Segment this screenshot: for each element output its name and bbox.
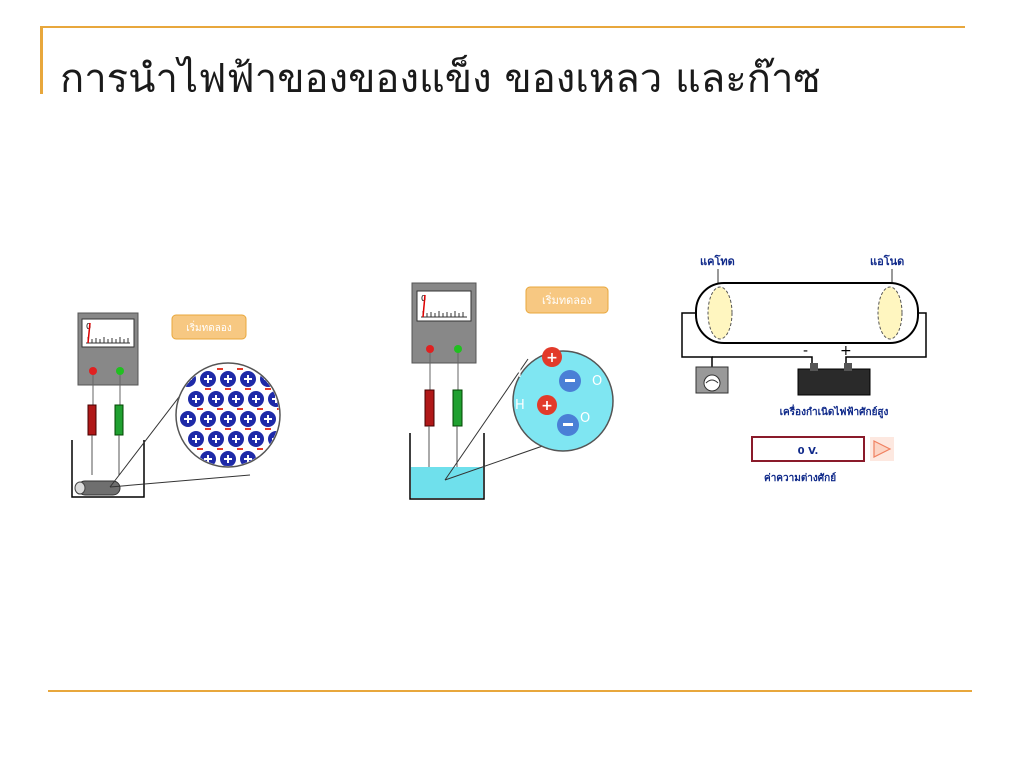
molecule-label-o2: O [580,411,590,426]
electron [217,408,223,410]
slide-title: การนำไฟฟ้าของของแข็ง ของเหลว และก๊าซ [60,56,821,102]
electron [245,388,251,390]
meter-zero-label: 0 [86,322,91,331]
electron [197,448,203,450]
play-triangle-button[interactable] [870,437,894,461]
electron [277,448,279,450]
plus-glyph [184,455,192,463]
voltage-display: 0 V. [751,436,865,462]
electron [257,448,263,450]
high-voltage-generator [797,363,871,396]
electron [257,408,263,410]
voltage-value: 0 V. [798,446,819,457]
ammeter [695,366,729,394]
positive-ion: + [537,395,557,415]
electron [225,428,231,430]
electron [285,428,290,430]
plus-glyph [212,395,220,403]
plus-terminal-label: + [840,343,852,359]
gas-discharge-diagram: แคโทด แอโนด - + เครื่องกำเนิดไฟฟ้าศักย์ส… [681,254,927,484]
solid-conduction-diagram: 0 เริ่มทดลอง [71,312,290,498]
plus-glyph [252,435,260,443]
generator-label: เครื่องกำเนิดไฟฟ้าศักย์สูง [780,404,889,419]
probe-green [452,353,463,470]
liquid-conduction-diagram: 0 เริ่มทดลอง H O H O [409,282,614,500]
molecule-label-h2: H [515,398,525,413]
plus-glyph [244,455,252,463]
top-accent-rule [40,26,965,28]
molecule-label-o1: O [592,374,602,389]
start-experiment-label: เริ่มทดลอง [186,320,232,334]
plus-glyph [184,415,192,423]
meter-zero-label: 0 [421,294,426,303]
start-experiment-button[interactable]: เริ่มทดลอง [171,314,247,340]
probe-red [424,353,435,470]
probe-red [87,375,97,475]
electron [237,368,243,370]
electron [265,388,271,390]
negative-ion [559,370,581,392]
plus-glyph [232,435,240,443]
water-molecule-zoom: H O H O + + [512,347,614,452]
plus-glyph [224,415,232,423]
electron [277,368,279,370]
electron [217,448,223,450]
electron [205,428,211,430]
electron [217,368,223,370]
probe-green [114,375,124,475]
minus-terminal-label: - [803,343,808,359]
plus-glyph [192,435,200,443]
positive-ion [180,371,196,387]
plus-glyph [244,375,252,383]
ion-lattice-zoom [175,362,290,468]
electron [257,368,263,370]
cathode-label: แคโทด [700,254,735,268]
bottom-accent-rule [48,690,972,692]
electron [237,408,243,410]
electron [225,388,231,390]
electron [237,448,243,450]
positive-ion [260,371,276,387]
left-accent-rule [40,26,43,94]
electron [245,428,251,430]
voltmeter: 0 [411,282,477,364]
plus-glyph [192,395,200,403]
electron [265,428,271,430]
beaker-with-liquid [409,433,485,500]
negative-ion [557,414,579,436]
plus-glyph [204,455,212,463]
electron [285,388,290,390]
voltage-caption: ค่าความต่างศักย์ [764,472,836,484]
electron [197,408,203,410]
electron [277,408,279,410]
start-experiment-button[interactable]: เริ่มทดลอง [525,286,609,314]
positive-ion: + [542,347,562,367]
start-experiment-label: เริ่มทดลอง [542,292,592,307]
plus-glyph [244,415,252,423]
electron [205,388,211,390]
plus-glyph [252,395,260,403]
voltmeter: 0 [77,312,139,386]
beaker [71,440,145,498]
plus-glyph [224,375,232,383]
anode-label: แอโนด [870,254,904,268]
plus-glyph [204,415,212,423]
discharge-tube [695,282,919,344]
plus-glyph [232,395,240,403]
plus-glyph [264,415,272,423]
svg-text:+: + [546,350,558,366]
svg-text:+: + [541,398,553,414]
plus-glyph [212,435,220,443]
molecule-label-h1: H [512,366,522,381]
plus-glyph [264,455,272,463]
plus-glyph [204,375,212,383]
plus-glyph [224,455,232,463]
